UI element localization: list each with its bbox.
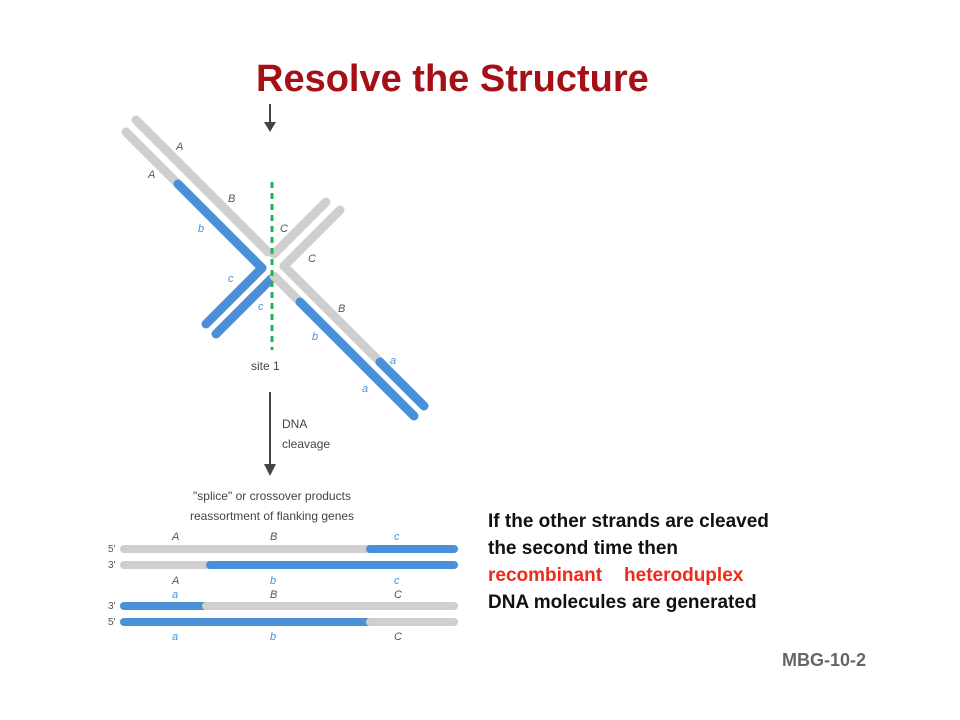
label-C-upper: C [280, 223, 288, 235]
label-A-lower: A [147, 169, 155, 181]
strand-lower-right-2-grey [269, 271, 305, 307]
label-a-upper: a [390, 355, 396, 367]
cleavage-arrow-head [264, 464, 276, 476]
page-title: Resolve the Structure [256, 58, 649, 100]
label-c-upper: c [228, 273, 234, 285]
strand-lower-left-2 [211, 273, 277, 339]
end-label-3-bottom: 3' [108, 601, 116, 612]
junction-strands [121, 115, 429, 421]
strand-upper-right-2 [279, 205, 345, 271]
strand-upper-left-1 [131, 115, 273, 257]
junction-labels: A A B b C C c c B b a a [147, 141, 396, 395]
end-label-3-top: 3' [108, 560, 116, 571]
product2-bottom-label-b: b [270, 631, 276, 643]
caption-line-1: If the other strands are cleaved [488, 511, 769, 532]
label-c-lower: c [258, 301, 264, 313]
label-b-right: b [312, 331, 318, 343]
caption-line-3: recombinant heteroduplex [488, 562, 908, 589]
product2-bottom-label-a: a [172, 631, 178, 643]
product2-bottom-label-C: C [394, 631, 402, 643]
strand-lower-right-1-blue [375, 357, 429, 411]
top-down-arrow-head [264, 122, 276, 132]
explanation-text: If the other strands are cleaved the sec… [488, 508, 908, 616]
highlight-recombinant: recombinant [488, 565, 603, 586]
strand-lower-right-2-blue [295, 297, 419, 421]
product1-bottom-label-c: c [394, 575, 400, 587]
caption-line-4: DNA molecules are generated [488, 592, 757, 613]
product1-top-label-c: c [394, 531, 400, 543]
product-duplex-2: a B C 3' 5' a b C [108, 589, 458, 643]
highlight-heteroduplex: heteroduplex [624, 565, 744, 586]
label-C-lower: C [308, 253, 316, 265]
product2-top-label-C: C [394, 589, 402, 601]
product2-top-label-B: B [270, 589, 277, 601]
product1-top-label-B: B [270, 531, 277, 543]
end-label-5-top: 5' [108, 544, 116, 555]
step-label-cleavage: cleavage [282, 437, 330, 451]
strand-upper-left-2-blue [173, 179, 267, 273]
strand-lower-right-1-grey [279, 261, 385, 367]
products-title-line2: reassortment of flanking genes [190, 509, 354, 523]
label-b-lower: b [198, 223, 204, 235]
product2-top-label-a: a [172, 589, 178, 601]
step-label-dna: DNA [282, 417, 307, 431]
strand-lower-left-1 [201, 263, 267, 329]
product-duplex-1: A B c 5' 3' A b c [108, 531, 458, 587]
label-B-upper: B [228, 193, 235, 205]
strand-upper-right-1 [269, 197, 331, 259]
caption-line-2: the second time then [488, 538, 679, 559]
product1-bottom-label-A: A [171, 575, 179, 587]
label-a-lower: a [362, 383, 368, 395]
product1-bottom-label-b: b [270, 575, 276, 587]
slide-id: MBG-10-2 [782, 650, 867, 670]
product1-top-label-A: A [171, 531, 179, 543]
site-label: site 1 [251, 359, 280, 373]
products-title-line1: "splice" or crossover products [193, 489, 351, 503]
label-A-upper: A [175, 141, 183, 153]
label-B-right: B [338, 303, 345, 315]
strand-upper-left-2-grey [121, 127, 183, 189]
end-label-5-bottom: 5' [108, 617, 116, 628]
